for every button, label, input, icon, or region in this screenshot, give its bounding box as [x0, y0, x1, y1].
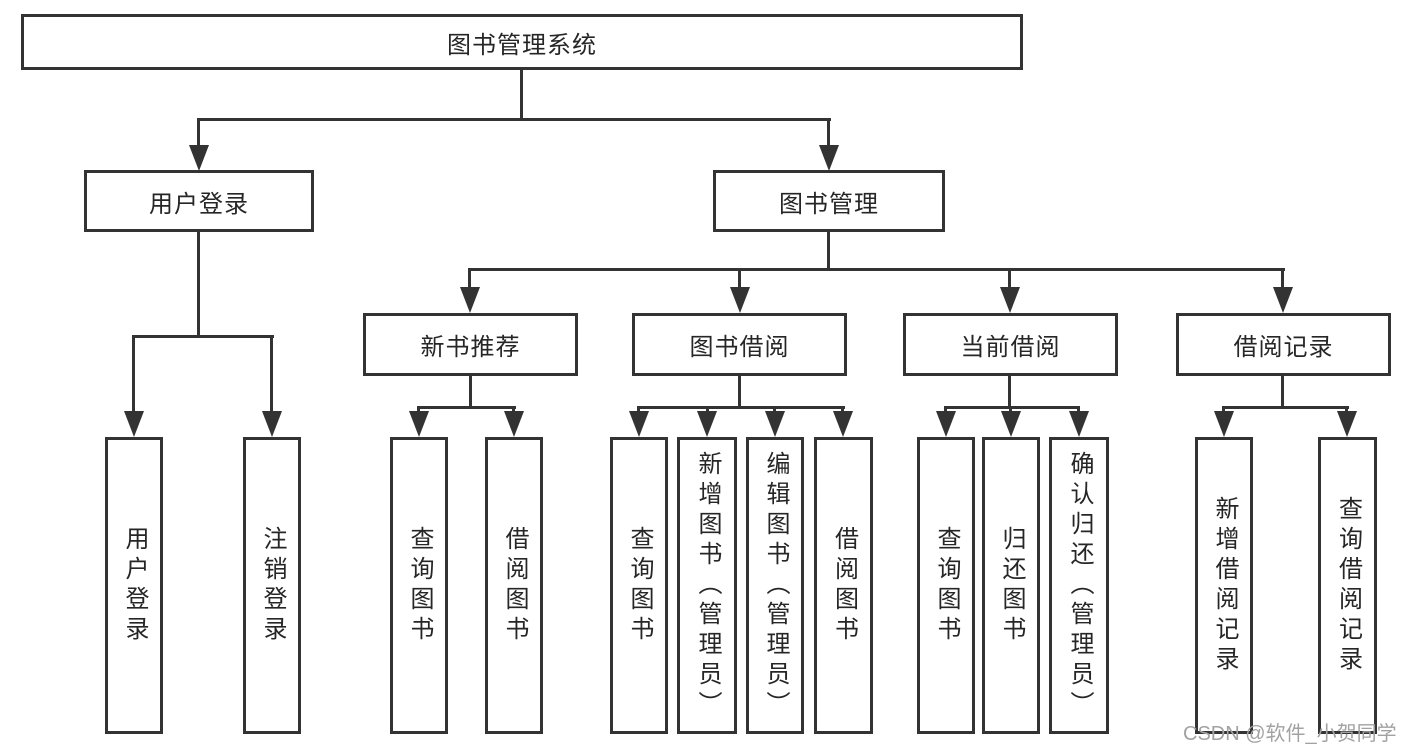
leaf-user-login: 用户登录 — [105, 437, 163, 734]
leaf-edit-book-admin-label: 编辑图书（管理员） — [762, 450, 789, 721]
leaf-add-book-admin-label: 新增图书（管理员） — [694, 450, 721, 721]
node-book-management-label: 图书管理 — [779, 190, 879, 218]
arrow-down-icon — [730, 287, 750, 313]
connector-line — [1281, 375, 1284, 409]
leaf-query-books-recommend-label: 查询图书 — [406, 525, 433, 646]
leaf-add-borrow-record: 新增借阅记录 — [1195, 437, 1253, 734]
arrow-down-icon — [629, 411, 649, 437]
leaf-query-books-recommend: 查询图书 — [390, 437, 448, 734]
leaf-query-books-borrowing-label: 查询图书 — [626, 525, 653, 646]
node-new-book-recommend-label: 新书推荐 — [420, 334, 521, 361]
node-current-borrowing-label: 当前借阅 — [960, 334, 1061, 361]
connector-line — [270, 335, 273, 417]
arrow-down-icon — [189, 145, 209, 171]
node-user-login: 用户登录 — [84, 170, 314, 232]
leaf-query-books-borrowing: 查询图书 — [610, 437, 668, 734]
node-current-borrowing: 当前借阅 — [903, 313, 1118, 376]
leaf-borrow-books-recommend-label: 借阅图书 — [501, 525, 528, 646]
leaf-return-book-label: 归还图书 — [998, 525, 1025, 646]
node-book-management: 图书管理 — [713, 170, 945, 232]
arrow-down-icon — [1273, 287, 1293, 313]
node-book-borrowing-label: 图书借阅 — [689, 334, 790, 361]
connector-line — [827, 118, 830, 150]
connector-line — [468, 268, 1285, 271]
leaf-logout-login-label: 注销登录 — [259, 525, 286, 646]
arrow-down-icon — [504, 411, 524, 437]
arrow-down-icon — [409, 411, 429, 437]
csdn-watermark: CSDN @软件_小贺同学 — [1183, 723, 1397, 745]
arrow-down-icon — [833, 411, 853, 437]
arrow-down-icon — [765, 411, 785, 437]
leaf-query-borrow-record: 查询借阅记录 — [1318, 437, 1377, 734]
node-library-system: 图书管理系统 — [21, 14, 1023, 70]
connector-line — [827, 231, 830, 271]
arrow-down-icon — [1069, 411, 1089, 437]
arrow-down-icon — [1214, 411, 1234, 437]
leaf-query-books-current-label: 查询图书 — [933, 525, 960, 646]
leaf-borrow-books-borrowing-label: 借阅图书 — [830, 525, 858, 646]
leaf-confirm-return-admin-label: 确认归还（管理员） — [1066, 450, 1093, 721]
node-new-book-recommend: 新书推荐 — [363, 313, 578, 376]
arrow-down-icon — [697, 411, 717, 437]
leaf-query-books-current: 查询图书 — [917, 437, 975, 734]
connector-line — [132, 335, 274, 338]
connector-line — [1008, 268, 1011, 294]
node-library-system-label: 图书管理系统 — [447, 31, 597, 59]
connector-line — [132, 335, 135, 417]
connector-line — [1222, 406, 1349, 409]
arrow-down-icon — [262, 411, 282, 437]
connector-line — [197, 118, 200, 150]
leaf-borrow-books-recommend: 借阅图书 — [485, 437, 543, 734]
leaf-confirm-return-admin: 确认归还（管理员） — [1049, 437, 1109, 734]
connector-line — [1008, 375, 1011, 409]
connector-line — [197, 231, 200, 338]
connector-line — [738, 268, 741, 294]
connector-line — [468, 268, 471, 294]
leaf-edit-book-admin: 编辑图书（管理员） — [746, 437, 804, 734]
connector-line — [1281, 268, 1284, 294]
node-book-borrowing: 图书借阅 — [632, 313, 847, 376]
leaf-add-borrow-record-label: 新增借阅记录 — [1211, 495, 1238, 676]
node-borrowing-records: 借阅记录 — [1176, 313, 1391, 376]
leaf-user-login-label: 用户登录 — [121, 525, 148, 646]
leaf-add-book-admin: 新增图书（管理员） — [677, 437, 737, 734]
connector-line — [469, 375, 472, 409]
leaf-logout-login: 注销登录 — [243, 437, 301, 734]
arrow-down-icon — [460, 287, 480, 313]
connector-line — [520, 70, 523, 120]
arrow-down-icon — [124, 411, 144, 437]
node-user-login-label: 用户登录 — [149, 190, 249, 218]
arrow-down-icon — [1001, 411, 1021, 437]
leaf-return-book: 归还图书 — [982, 437, 1040, 734]
node-borrowing-records-label: 借阅记录 — [1233, 334, 1334, 361]
arrow-down-icon — [936, 411, 956, 437]
arrow-down-icon — [819, 145, 839, 171]
arrow-down-icon — [1000, 287, 1020, 313]
connector-line — [417, 406, 516, 409]
connector-line — [637, 406, 845, 409]
connector-line — [738, 375, 741, 409]
leaf-query-borrow-record-label: 查询借阅记录 — [1334, 495, 1362, 676]
connector-line — [944, 406, 1080, 409]
arrow-down-icon — [1337, 411, 1357, 437]
connector-line — [197, 118, 831, 121]
leaf-borrow-books-borrowing: 借阅图书 — [814, 437, 873, 734]
